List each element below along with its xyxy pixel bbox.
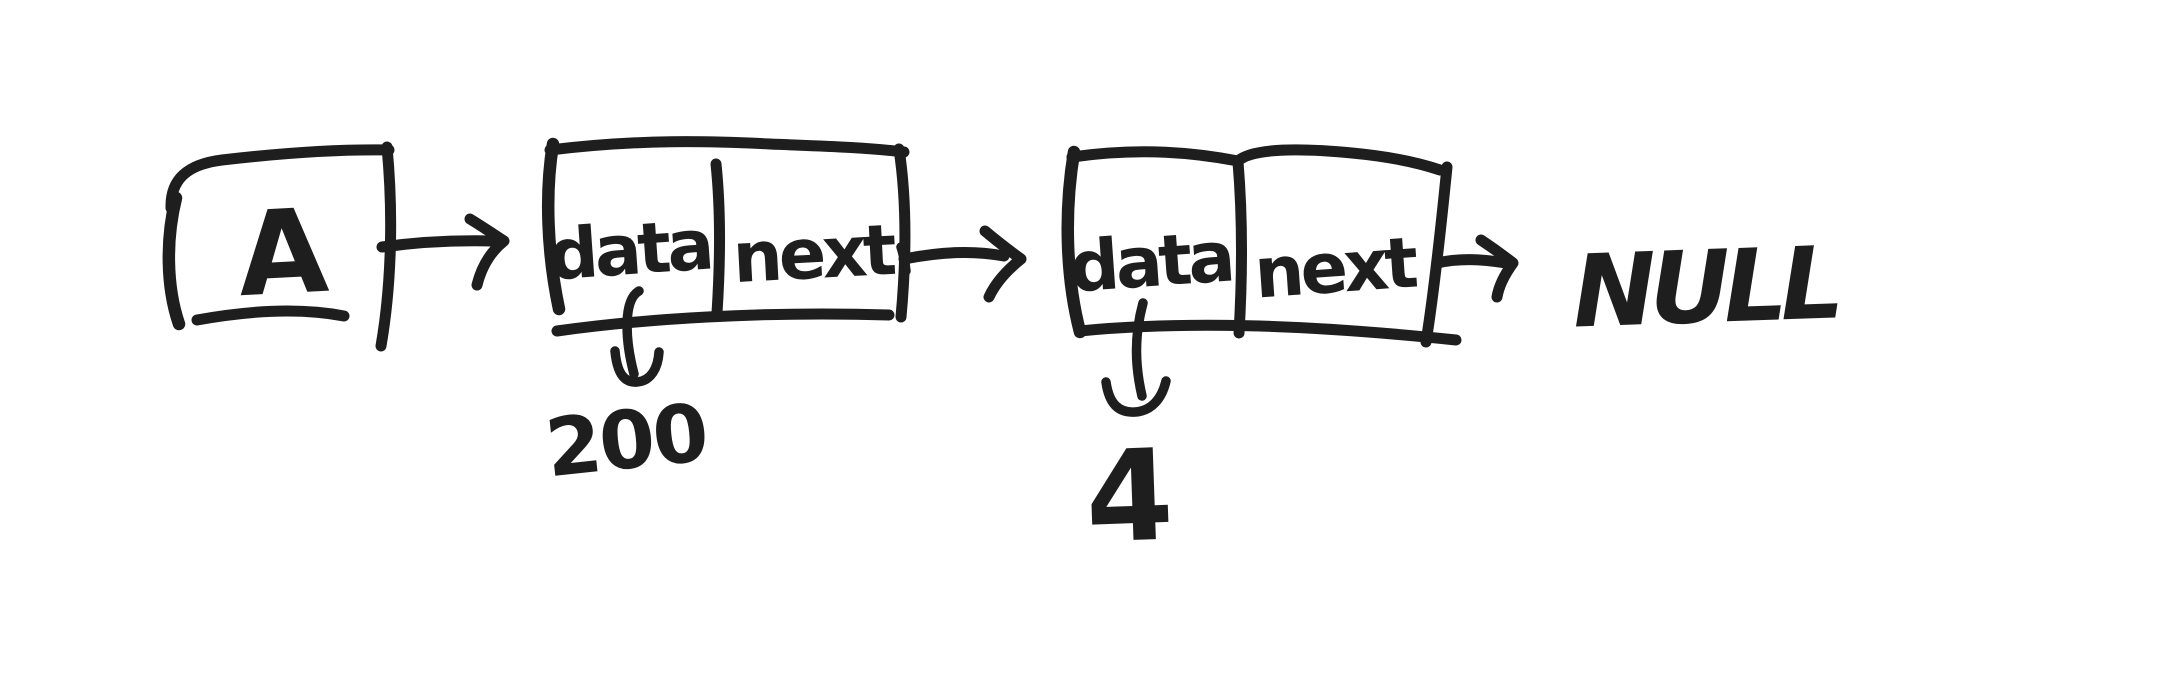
node2-data-cell-label: data bbox=[1067, 216, 1234, 309]
node1-data-arrow-stem bbox=[622, 286, 644, 379]
node1-right-edge bbox=[893, 143, 911, 323]
null-label: NULL bbox=[1571, 224, 1840, 350]
arrow-line bbox=[376, 235, 500, 253]
head-pointer-box: A bbox=[162, 141, 397, 352]
node1-data-arrow-head-icon bbox=[610, 346, 664, 387]
node2-right-edge bbox=[1420, 161, 1453, 348]
node2-top-edge bbox=[1066, 144, 1446, 176]
node2-data-arrow-head-icon bbox=[1101, 376, 1171, 417]
node2-left-edge bbox=[1061, 145, 1087, 339]
head-label: A bbox=[235, 184, 332, 324]
node1-bottom-edge bbox=[551, 308, 895, 337]
node1-data-value: 200 bbox=[541, 386, 711, 495]
arrow-line bbox=[898, 246, 1010, 265]
head-box-bottom-edge bbox=[191, 305, 350, 326]
arrow-node1-to-node2 bbox=[896, 225, 1027, 303]
node1-left-edge bbox=[541, 137, 566, 316]
arrow-line bbox=[1431, 254, 1512, 269]
arrow-head-icon bbox=[464, 213, 510, 291]
node-1: data next 200 bbox=[541, 136, 911, 495]
node1-cell-divider bbox=[710, 158, 725, 319]
node1-next-cell-label: next bbox=[731, 209, 898, 299]
arrow-node2-to-null bbox=[1431, 234, 1519, 303]
arrow-head-icon bbox=[1475, 234, 1519, 303]
node2-data-arrow-stem bbox=[1131, 298, 1148, 401]
node2-data-value: 4 bbox=[1083, 422, 1174, 572]
node2-cell-divider bbox=[1232, 156, 1247, 339]
head-box-top-edge bbox=[165, 144, 395, 214]
head-box-left-edge bbox=[162, 191, 186, 331]
node1-data-cell-label: data bbox=[546, 204, 713, 297]
node1-top-edge bbox=[544, 136, 910, 158]
node2-next-cell-label: next bbox=[1252, 221, 1420, 314]
node2-bottom-edge bbox=[1074, 319, 1462, 346]
node-2: data next 4 bbox=[1061, 144, 1462, 572]
arrow-head-to-node1 bbox=[376, 213, 510, 291]
arrow-head-icon bbox=[979, 225, 1027, 303]
